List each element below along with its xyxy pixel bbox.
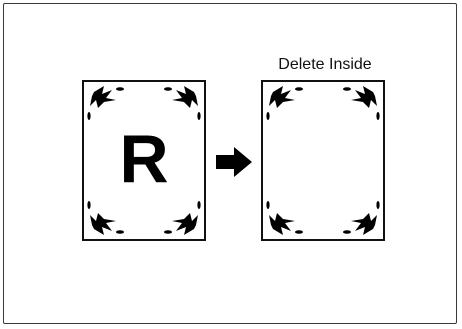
result-page bbox=[261, 80, 385, 241]
right-arrow-icon bbox=[214, 145, 254, 179]
floral-corner-ornament-icon bbox=[263, 82, 383, 239]
original-letter: R bbox=[84, 114, 204, 204]
original-page: R bbox=[82, 80, 206, 241]
result-caption: Delete Inside bbox=[243, 56, 407, 74]
